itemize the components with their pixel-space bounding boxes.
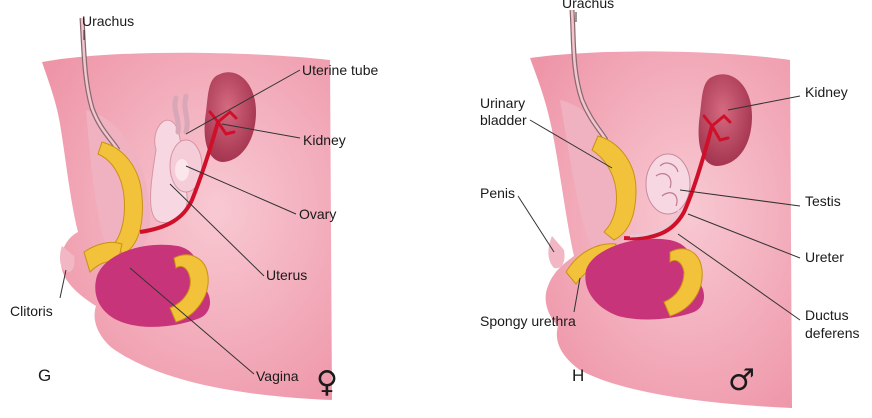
label-vagina-g: Vagina [256, 368, 299, 384]
testis-h [645, 153, 691, 215]
ureter-h [623, 125, 714, 241]
panel-letter-g: G [38, 366, 51, 385]
pubic-bone-h [591, 135, 637, 241]
panel-h: Urachus Urinary bladder Kidney Penis Tes… [480, 0, 859, 409]
female-symbol: ♀ [316, 365, 338, 400]
pelvic-ring-g [169, 254, 209, 323]
panel-g: Urachus Uterine tube Kidney Ovary Uterus… [10, 13, 378, 400]
label-kidney-g: Kidney [303, 132, 346, 148]
urinary-bladder-h [560, 100, 631, 251]
label-testis-h: Testis [805, 193, 841, 209]
label-urachus-h: Urachus [562, 0, 614, 11]
label-ductus-line1: Ductus [805, 307, 849, 323]
kidney-h [698, 74, 752, 166]
label-penis-h: Penis [480, 185, 515, 201]
label-ovary-g: Ovary [299, 206, 336, 222]
ductus-deferens-h [629, 209, 682, 238]
label-uterine-tube-g: Uterine tube [302, 62, 378, 78]
label-urinary-bladder-line2: bladder [480, 112, 527, 128]
pelvic-ring-h [663, 248, 703, 317]
label-urinary-bladder-line1: Urinary [480, 95, 525, 111]
panel-letter-h: H [572, 366, 584, 385]
male-symbol: ♂ [728, 363, 755, 398]
label-spongy-urethra-h: Spongy urethra [480, 313, 576, 329]
label-kidney-h: Kidney [805, 84, 848, 100]
label-uterus-g: Uterus [266, 267, 307, 283]
ureter-g [139, 121, 220, 234]
penis-h [548, 236, 565, 269]
clitoris-g [59, 246, 75, 273]
label-urachus-g: Urachus [82, 13, 134, 29]
label-ureter-h: Ureter [805, 249, 844, 265]
label-clitoris-g: Clitoris [10, 303, 53, 319]
label-ductus-line2: deferens [805, 325, 859, 341]
uterine-tube-g [172, 93, 190, 135]
kidney-g [204, 72, 256, 162]
